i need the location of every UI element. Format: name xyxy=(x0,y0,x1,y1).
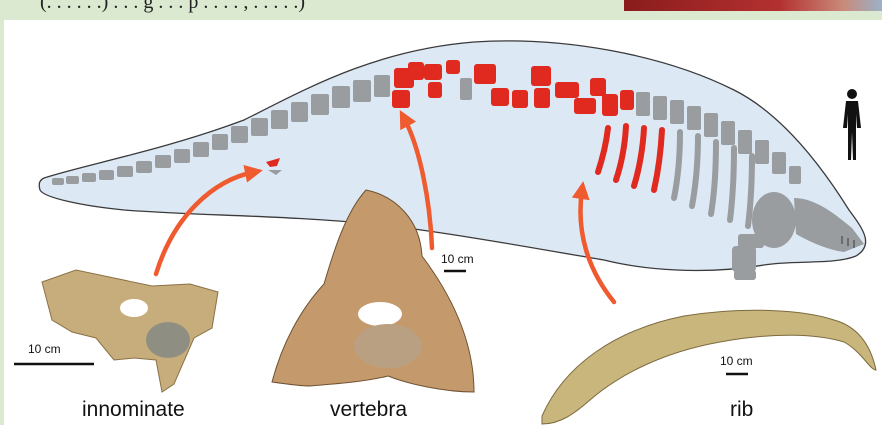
vertebra-scale-label: 10 cm xyxy=(441,252,474,266)
rib-bone-photo xyxy=(542,310,876,424)
innominate-bone-photo xyxy=(42,270,218,392)
cropped-caption-text: (. . . . . .) . . . g . . . p . . . . , … xyxy=(40,0,305,14)
vertebra-label: vertebra xyxy=(330,398,407,422)
innominate-label: innominate xyxy=(82,398,185,422)
human-silhouette-icon xyxy=(843,89,861,160)
rib-label: rib xyxy=(730,398,753,422)
rib-scale-label: 10 cm xyxy=(720,354,753,368)
innominate-scale-label: 10 cm xyxy=(28,342,61,356)
photo-corner-crop xyxy=(624,0,882,11)
figure-panel: 10 cm 10 cm 10 cm innominate vertebra ri… xyxy=(4,20,882,425)
